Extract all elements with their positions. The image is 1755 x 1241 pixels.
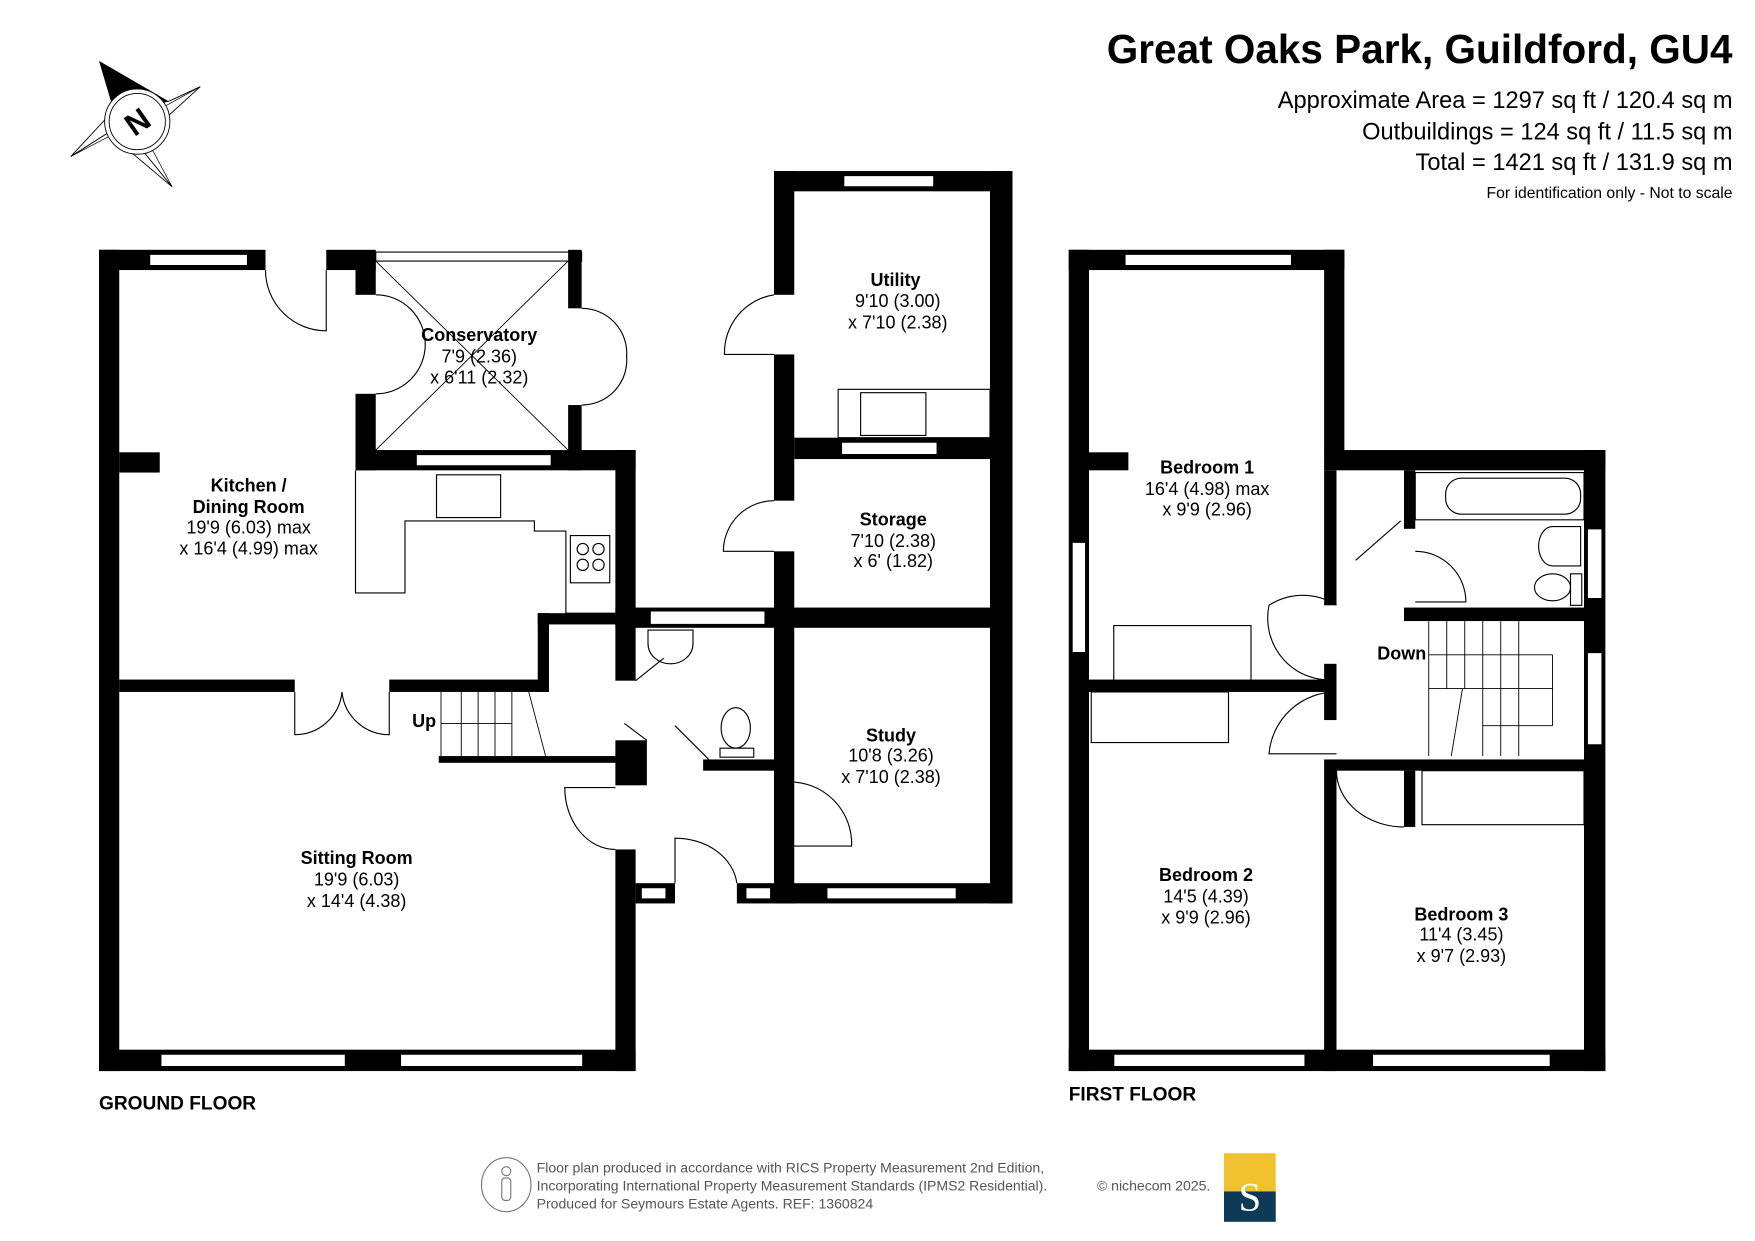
room-dimension: 9'10 (3.00) [855, 291, 941, 311]
room-dimension: 7'10 (2.38) [851, 531, 937, 551]
north-compass-icon: N [70, 60, 201, 188]
seymours-logo: S [1224, 1153, 1276, 1222]
footer-line-2: Incorporating International Property Mea… [537, 1177, 1048, 1193]
room-name: Sitting Room [301, 848, 413, 868]
footer-line-1: Floor plan produced in accordance with R… [537, 1159, 1045, 1175]
room-dimension: x 6'11 (2.32) [430, 368, 528, 388]
room-study: Study 10'8 (3.26) x 7'10 (2.38) [841, 725, 941, 787]
room-name: Dining Room [193, 497, 305, 517]
room-dimension: 11'4 (3.45) [1419, 925, 1503, 945]
room-name: Bedroom 3 [1414, 904, 1508, 924]
room-bedroom-2: Bedroom 2 14'5 (4.39) x 9'9 (2.96) [1159, 865, 1253, 928]
approximate-area: Approximate Area = 1297 sq ft / 120.4 sq… [1278, 88, 1733, 114]
first-floor-labels: Bedroom 1 16'4 (4.98) max x 9'9 (2.96) B… [1069, 458, 1509, 1106]
ground-floor-label: GROUND FLOOR [99, 1093, 256, 1114]
room-dimension: x 9'7 (2.93) [1417, 946, 1506, 966]
room-sitting-room: Sitting Room 19'9 (6.03) x 14'4 (4.38) [301, 848, 413, 911]
room-dimension: x 6' (1.82) [854, 551, 933, 571]
footer: Floor plan produced in accordance with R… [480, 1153, 1276, 1222]
room-dimension: 14'5 (4.39) [1163, 886, 1249, 906]
room-name: Storage [860, 509, 927, 529]
disclaimer: For identification only - Not to scale [1487, 185, 1733, 202]
room-dimension: 16'4 (4.98) max [1145, 479, 1270, 499]
room-dimension: 19'9 (6.03) max [186, 517, 311, 537]
room-name: Kitchen / [211, 476, 287, 496]
room-dimension: x 9'9 (2.96) [1162, 499, 1251, 519]
room-dimension: x 7'10 (2.38) [848, 313, 948, 333]
room-dimension: x 9'9 (2.96) [1161, 908, 1250, 928]
stairs-down-label: Down [1377, 643, 1426, 663]
room-storage: Storage 7'10 (2.38) x 6' (1.82) [851, 509, 937, 571]
room-dimension: x 7'10 (2.38) [841, 767, 941, 787]
header: Great Oaks Park, Guildford, GU4 Approxim… [1107, 26, 1733, 202]
first-floor-label: FIRST FLOOR [1069, 1084, 1197, 1105]
ground-floor-walls [99, 171, 1013, 1072]
footer-line-3: Produced for Seymours Estate Agents. REF… [537, 1195, 874, 1211]
room-dimension: x 16'4 (4.99) max [179, 539, 318, 559]
ipms-person-icon [480, 1157, 532, 1213]
room-dimension: 10'8 (3.26) [848, 746, 934, 766]
room-conservatory: Conservatory 7'9 (2.36) x 6'11 (2.32) [421, 325, 537, 388]
ground-floor-labels: Conservatory 7'9 (2.36) x 6'11 (2.32) Ki… [99, 270, 948, 1115]
room-bedroom-3: Bedroom 3 11'4 (3.45) x 9'7 (2.93) [1414, 904, 1508, 966]
room-dimension: x 14'4 (4.38) [307, 891, 407, 911]
room-name: Conservatory [421, 325, 537, 345]
logo-letter: S [1239, 1175, 1262, 1220]
total-area: Total = 1421 sq ft / 131.9 sq m [1416, 150, 1733, 176]
room-dimension: 7'9 (2.36) [442, 346, 517, 366]
room-name: Utility [870, 270, 920, 290]
room-utility: Utility 9'10 (3.00) x 7'10 (2.38) [848, 270, 948, 333]
first-floor-walls [1068, 249, 1606, 1072]
room-name: Bedroom 1 [1160, 458, 1254, 478]
copyright: © nichecom 2025. [1097, 1177, 1210, 1193]
room-bedroom-1: Bedroom 1 16'4 (4.98) max x 9'9 (2.96) [1145, 458, 1270, 520]
outbuildings-area: Outbuildings = 124 sq ft / 11.5 sq m [1362, 120, 1732, 146]
room-name: Bedroom 2 [1159, 865, 1253, 885]
room-kitchen-dining: Kitchen / Dining Room 19'9 (6.03) max x … [179, 476, 318, 559]
room-dimension: 19'9 (6.03) [314, 869, 400, 889]
room-name: Study [866, 725, 916, 745]
stairs-up-label: Up [412, 711, 436, 731]
property-title: Great Oaks Park, Guildford, GU4 [1107, 26, 1733, 72]
